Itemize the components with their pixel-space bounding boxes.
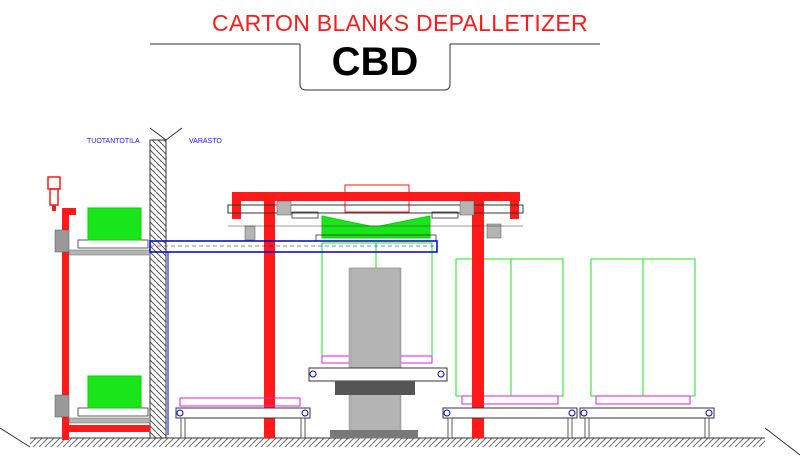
transfer-conveyor bbox=[149, 240, 438, 435]
zone-label-production: TUOTANTOTILA bbox=[87, 138, 140, 145]
pallet-stack-right-2 bbox=[590, 258, 696, 405]
buffer-station bbox=[47, 176, 151, 440]
bottom-conveyor-right-2 bbox=[579, 407, 715, 439]
bottom-conveyor-right-1 bbox=[442, 407, 578, 439]
gripper-carriage bbox=[227, 184, 524, 242]
title-frame bbox=[150, 43, 600, 91]
zone-label-storage: VARASTO bbox=[189, 138, 222, 145]
lift-column bbox=[308, 267, 448, 439]
separating-wall bbox=[149, 127, 183, 439]
bottom-conveyor-left bbox=[175, 397, 311, 439]
drawing-title: CARTON BLANKS DEPALLETIZER bbox=[212, 10, 588, 36]
drawing-code: CBD bbox=[331, 40, 419, 84]
